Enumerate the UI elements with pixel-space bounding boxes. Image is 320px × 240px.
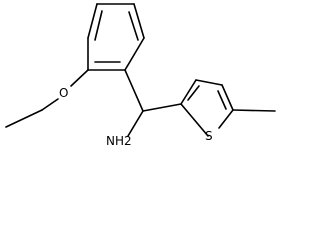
amine-label: NH2 <box>106 134 132 148</box>
thiophene-double-bond-2 <box>217 90 227 110</box>
benzene-bond-1 <box>87 3 98 39</box>
central-amine-bond <box>127 110 144 137</box>
thiophene-bond-5 <box>180 103 209 137</box>
thiophene-bond-3 <box>221 84 234 111</box>
aryl-oxygen-bond <box>70 69 89 87</box>
benzene-double-bond-2 <box>128 11 139 41</box>
benzene-central-bond <box>124 69 144 112</box>
benzene-bond-4 <box>124 37 145 71</box>
thiophene-bond-1 <box>180 79 197 105</box>
sulfur-label: S <box>205 129 213 143</box>
thiophene-bond-2 <box>195 79 223 86</box>
thiophene-double-bond-1 <box>187 85 200 101</box>
benzene-bond-3 <box>133 3 145 39</box>
oxygen-ethyl-bond <box>41 98 59 111</box>
ethyl-bond <box>5 109 43 128</box>
thiophene-bond-4 <box>218 109 234 129</box>
benzene-double-bond-1 <box>94 10 103 41</box>
central-thiophene-bond <box>142 103 182 112</box>
methyl-bond <box>232 109 276 112</box>
oxygen-label: O <box>59 86 68 100</box>
molecule-structure: O S NH2 <box>5 3 276 148</box>
